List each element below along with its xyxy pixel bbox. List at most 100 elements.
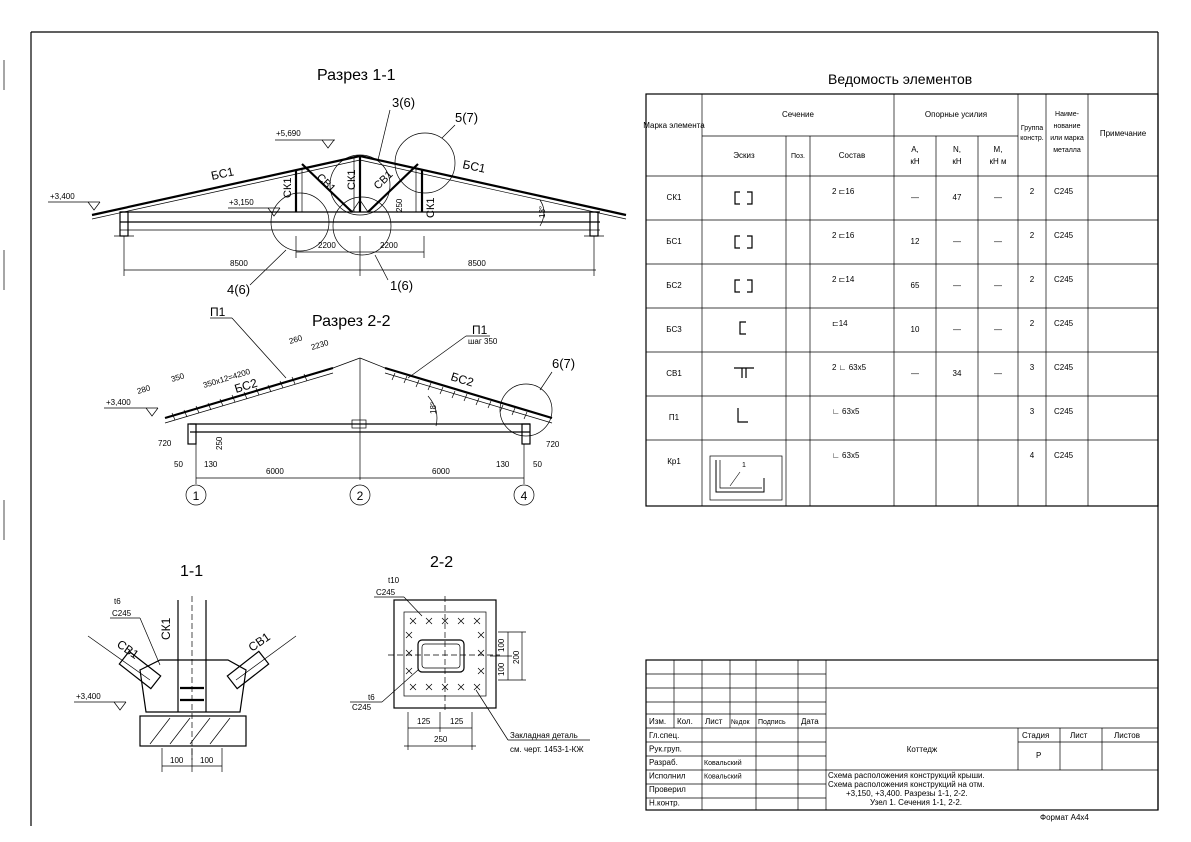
node1-elev: +3,400 (76, 692, 101, 701)
callout-circle-3 (329, 154, 391, 216)
dim-720-right: 720 (546, 440, 560, 449)
hdr-name-1: Наиме- (1055, 111, 1080, 118)
row-mark: БС2 (666, 281, 682, 290)
schedule-title: Ведомость элементов (828, 71, 972, 87)
elev-eave: +3,400 (50, 192, 75, 201)
row-mark: П1 (669, 413, 680, 422)
hdr-name-2: нование (1054, 123, 1081, 130)
hdr-group-2: констр. (1020, 135, 1043, 142)
dim-130-right: 130 (496, 460, 510, 469)
row-composition: 2 ∟ 63x5 (832, 363, 867, 372)
row-mark: СК1 (667, 193, 682, 202)
hdr-section: Сечение (782, 110, 814, 119)
tb-stage-label: Стадия (1022, 731, 1049, 740)
row-force-m: — (994, 369, 1002, 378)
tb-desc-4: Узел 1. Сечения 1-1, 2-2. (870, 798, 962, 807)
elev-floor: +3,150 (229, 198, 254, 207)
node1-brace-right: СВ1 (246, 629, 273, 654)
row-force-a: 65 (911, 281, 920, 290)
row-group: 2 (1030, 187, 1035, 196)
row-steel: С245 (1054, 319, 1074, 328)
node2-steel-top: С245 (376, 588, 396, 597)
tb-name: Ковальский (704, 773, 742, 781)
hdr-composition: Состав (839, 151, 866, 160)
beam-bs2-right (384, 366, 553, 420)
row-composition: 2 ⊏14 (832, 275, 855, 284)
dim-260: 260 (288, 333, 304, 346)
callout-5: 5(7) (455, 110, 478, 125)
row-force-a: — (911, 369, 919, 378)
node-1-1-title: 1-1 (180, 563, 203, 580)
node2-note-1: Закладная деталь (510, 731, 578, 740)
node1-post: СК1 (159, 617, 173, 640)
label-p1-right: П1 (472, 323, 488, 337)
tb-sheet-label: Лист (1070, 731, 1088, 740)
dim-350: 350 (170, 371, 186, 384)
node2-dim-200: 200 (512, 650, 521, 664)
label-bs2-right: БС2 (449, 369, 475, 389)
tb-col-data: Дата (801, 717, 819, 726)
hdr-mark: Марка элемента (643, 121, 705, 130)
node2-dim-100-bottom: 100 (497, 662, 506, 676)
section-2-2-title: Разрез 2-2 (312, 313, 391, 330)
tb-role: Гл.спец. (649, 731, 679, 740)
schedule-table: Ведомость элементов Марка элемента Сечен… (643, 71, 1159, 507)
row-force-n: — (953, 281, 961, 290)
axis-1: 1 (193, 489, 200, 503)
row-force-a: 12 (911, 237, 920, 246)
roof-beam-right (359, 154, 627, 217)
callout-circle-5 (394, 132, 456, 194)
callout-6: 6(7) (552, 356, 575, 371)
tb-project: Коттедж (907, 745, 938, 754)
tb-col-list: Лист (705, 717, 723, 726)
tb-format: Формат А4х4 (1040, 813, 1089, 822)
dim-6000-right: 6000 (432, 467, 450, 476)
row-composition: ⊏14 (832, 319, 848, 328)
angle-18: 18° (429, 402, 438, 414)
angle-13: 13° (538, 206, 547, 218)
hdr-force-n: N, (953, 145, 961, 154)
callout-circle-1 (332, 196, 392, 256)
hdr-force-n-unit: кН (952, 157, 962, 166)
tb-sheets-label: Листов (1114, 731, 1140, 740)
row-group: 2 (1030, 319, 1035, 328)
dim-2200-left: 2200 (318, 241, 336, 250)
elev-eave-2: +3,400 (106, 398, 131, 407)
tb-desc-1: Схема расположения конструкций крыши. (828, 771, 985, 780)
title-block: Изм. Кол. Лист №док Подпись Дата Гл.спец… (645, 659, 1159, 822)
node2-plate-bottom: t6 (368, 693, 375, 702)
row-composition: 2 ⊏16 (832, 231, 855, 240)
axis-4: 4 (521, 489, 528, 503)
axis-bubble-2 (349, 484, 371, 506)
axis-2: 2 (357, 489, 364, 503)
node2-dim-125-right: 125 (450, 717, 464, 726)
callout-circle-4 (270, 192, 330, 252)
node2-dim-125-left: 125 (417, 717, 431, 726)
row-group: 2 (1030, 231, 1035, 240)
row-force-m: — (994, 237, 1002, 246)
dim-8500-right: 8500 (468, 259, 486, 268)
row-group: 2 (1030, 275, 1035, 284)
row-composition: ∟ 63x5 (832, 451, 860, 460)
row-force-m: — (994, 281, 1002, 290)
node2-note-2: см. черт. 1453-1-КЖ (510, 745, 584, 754)
row-force-m: — (994, 325, 1002, 334)
row-steel: С245 (1054, 407, 1074, 416)
dim-2230: 2230 (310, 338, 330, 352)
label-bs1-left: БС1 (210, 164, 236, 183)
dim-6000-left: 6000 (266, 467, 284, 476)
hdr-forces: Опорные усилия (925, 110, 987, 119)
tb-desc-3: +3,150, +3,400. Разрезы 1-1, 2-2. (846, 789, 968, 798)
callout-1: 1(6) (390, 278, 413, 293)
axis-bubble-4 (513, 484, 535, 506)
label-bs1-right: БС1 (461, 157, 487, 176)
row-mark: Кр1 (667, 457, 681, 466)
tb-col-podpis: Подпись (758, 719, 786, 726)
dim-250-2: 250 (215, 436, 224, 450)
tb-col-kol: Кол. (677, 717, 693, 726)
roof-beam-left (91, 154, 361, 217)
label-p1-left: П1 (210, 305, 226, 319)
node-2-2-title: 2-2 (430, 554, 453, 571)
